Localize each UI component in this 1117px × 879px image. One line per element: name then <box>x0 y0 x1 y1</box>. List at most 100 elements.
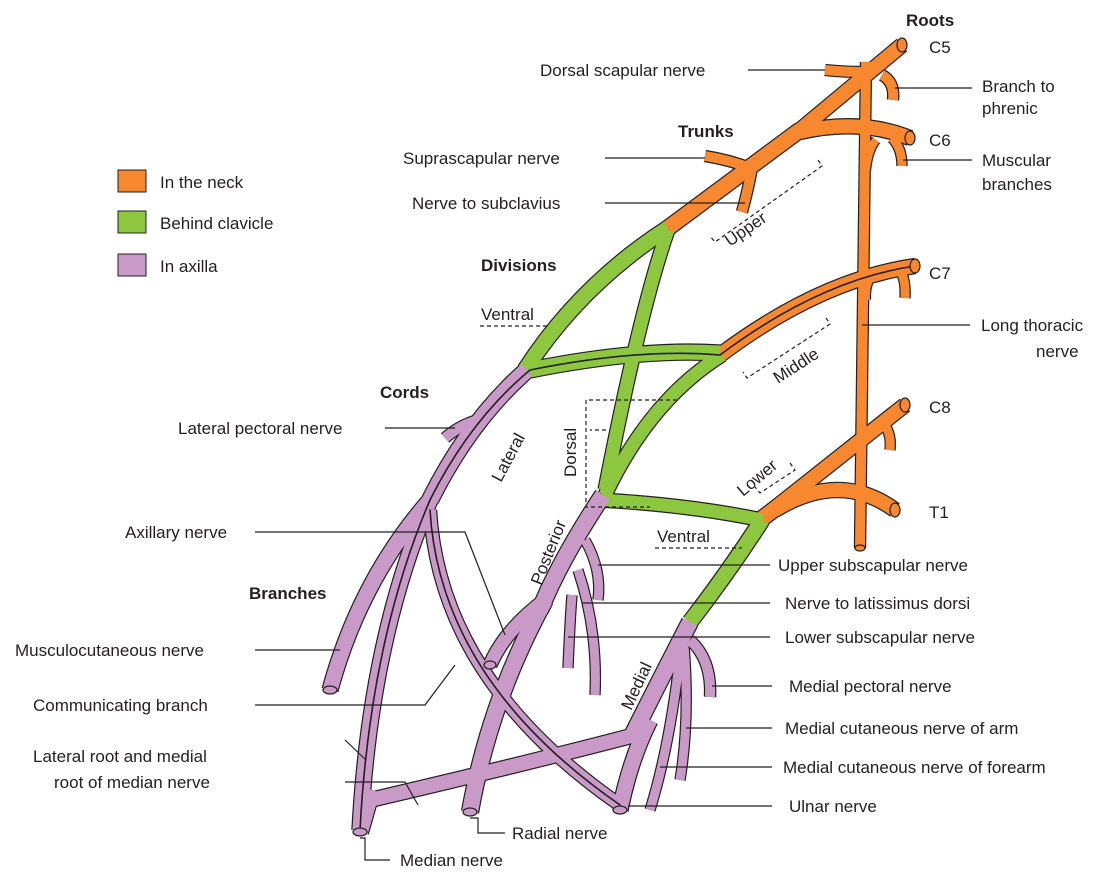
nerve-to-latissimus-dorsi <box>573 568 600 696</box>
ulnar-nerve <box>612 716 657 812</box>
heading-branches: Branches <box>249 584 326 603</box>
legend-label-clavicle: Behind clavicle <box>160 214 273 233</box>
label-median: Median nerve <box>400 851 503 870</box>
nerve-to-subclavius <box>737 167 757 214</box>
label-muscular-branches-2: branches <box>982 175 1052 194</box>
end-radial <box>462 807 478 817</box>
division-labels: Ventral Ventral <box>481 305 710 546</box>
division-label-dorsal: Dorsal <box>561 428 580 477</box>
medial-pectoral-nerve <box>686 636 716 698</box>
legend-item-neck: In the neck <box>117 169 244 193</box>
branch-to-phrenic <box>879 70 899 101</box>
end-c6 <box>904 130 916 146</box>
leader-lines <box>255 69 972 861</box>
trunk-brackets <box>480 159 831 549</box>
end-long-thoracic <box>854 544 866 552</box>
trunk-label-lower: Lower <box>733 456 781 501</box>
dorsal-scapular-nerve <box>824 65 863 77</box>
end-t1 <box>889 502 901 518</box>
lower-subscapular-nerve <box>563 594 577 669</box>
muscular-branch-c6 <box>888 134 907 167</box>
legend-item-axilla: In axilla <box>117 253 218 277</box>
root-label-c7: C7 <box>929 264 951 283</box>
lower-ventral-division <box>684 515 769 627</box>
leader-communicating <box>255 664 456 706</box>
end-ulnar <box>612 805 628 815</box>
label-upper-subscapular: Upper subscapular nerve <box>778 556 968 575</box>
cord-label-lateral: Lateral <box>488 430 529 485</box>
label-long-thoracic-2: nerve <box>1036 342 1079 361</box>
musculocutaneous-nerve <box>322 495 436 692</box>
leader-median <box>360 837 390 861</box>
dorsal-division-bracket <box>585 399 677 508</box>
legend-item-clavicle: Behind clavicle <box>117 210 273 234</box>
medial-root-median <box>368 728 637 807</box>
legend-swatch-clavicle <box>117 210 147 234</box>
root-label-c5: C5 <box>929 38 951 57</box>
trunk-label-middle: Middle <box>770 344 822 387</box>
label-lower-subscapular: Lower subscapular nerve <box>785 628 975 647</box>
end-c8 <box>899 397 911 413</box>
long-thoracic-nerve <box>855 61 871 549</box>
division-label-ventral-lower: Ventral <box>657 527 710 546</box>
legend-label-axilla: In axilla <box>160 257 218 276</box>
label-dorsal-scapular: Dorsal scapular nerve <box>540 61 705 80</box>
legend-swatch-neck <box>117 169 147 193</box>
leader-radial <box>470 817 505 834</box>
label-musculocutaneous: Musculocutaneous nerve <box>15 641 204 660</box>
end-c7 <box>909 258 921 274</box>
end-musculocutaneous <box>322 685 338 695</box>
suprascapular-nerve <box>704 151 752 173</box>
legend-label-neck: In the neck <box>160 173 244 192</box>
label-suprascapular: Suprascapular nerve <box>403 149 560 168</box>
lateral-fibre-line <box>359 265 916 831</box>
root-t1 <box>771 483 900 517</box>
heading-cords: Cords <box>380 383 429 402</box>
label-lat-med-root-2: root of median nerve <box>54 773 210 792</box>
end-axillary <box>483 660 497 670</box>
radial-nerve <box>462 596 553 814</box>
middle-trunk-bracket <box>742 317 831 379</box>
median-nerve <box>352 787 380 835</box>
label-communicating: Communicating branch <box>33 696 208 715</box>
nerve-labels: Dorsal scapular nerve Branch to phrenic … <box>15 61 1084 870</box>
heading-roots: Roots <box>906 11 954 30</box>
leader-lat-root <box>344 739 367 761</box>
root-label-c6: C6 <box>929 131 951 150</box>
label-lateral-pectoral: Lateral pectoral nerve <box>178 419 342 438</box>
heading-divisions: Divisions <box>481 256 557 275</box>
lower-trunk <box>755 499 785 526</box>
label-nerve-to-latissimus: Nerve to latissimus dorsi <box>785 594 970 613</box>
lower-dorsal-division <box>599 493 764 527</box>
root-label-t1: T1 <box>929 503 949 522</box>
legend-swatch-axilla <box>117 253 147 277</box>
fibre-lines <box>359 265 916 831</box>
label-lat-med-root-1: Lateral root and medial <box>33 747 207 766</box>
label-medial-pectoral: Medial pectoral nerve <box>789 677 952 696</box>
muscular-branch-c6b <box>862 137 880 171</box>
medial-cutaneous-nerve-forearm <box>645 654 685 812</box>
middle-dorsal-division <box>599 349 726 498</box>
label-nerve-to-subclavius: Nerve to subclavius <box>412 194 560 213</box>
lower-trunk-bracket <box>754 462 796 494</box>
posterior-cord <box>532 490 610 613</box>
label-radial: Radial nerve <box>512 824 607 843</box>
root-labels: C5 C6 C7 C8 T1 <box>929 38 951 522</box>
label-muscular-branches-1: Muscular <box>982 151 1051 170</box>
label-long-thoracic-1: Long thoracic <box>981 316 1084 335</box>
label-med-cut-arm: Medial cutaneous nerve of arm <box>785 719 1018 738</box>
upper-trunk-bracket <box>709 159 823 243</box>
label-med-cut-forearm: Medial cutaneous nerve of forearm <box>783 758 1046 777</box>
heading-trunks: Trunks <box>678 122 734 141</box>
leader-axillary <box>255 531 506 636</box>
root-label-c8: C8 <box>929 398 951 417</box>
division-label-ventral-upper: Ventral <box>481 305 534 324</box>
communicating-fibre-line <box>429 509 621 806</box>
nerve-ends <box>322 37 921 837</box>
label-axillary: Axillary nerve <box>125 523 227 542</box>
label-ulnar: Ulnar nerve <box>789 797 877 816</box>
upper-subscapular-nerve <box>581 537 604 601</box>
headings: Roots Trunks Divisions Cords Branches <box>249 11 954 603</box>
